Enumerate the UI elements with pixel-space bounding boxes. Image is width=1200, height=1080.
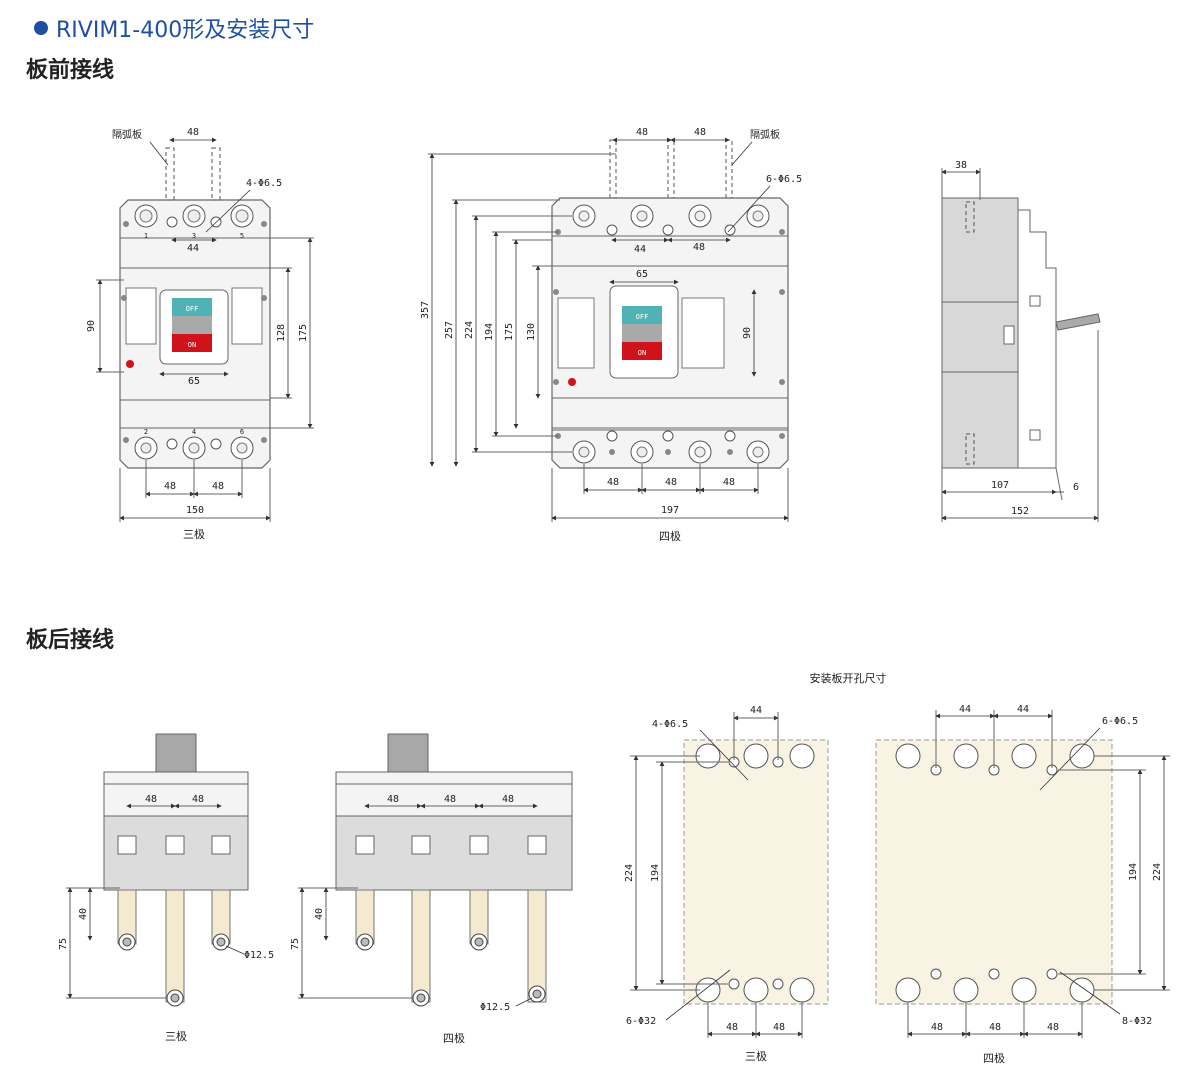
hole-label: 4-Φ6.5 [652,719,688,730]
dim-text: 48 [665,477,677,488]
front-three-pole: 1 3 5 OFF ON 2 4 6 48 隔弧板 4-Φ6.5 44 [86,127,314,541]
hole-label: 8-Φ32 [1122,1016,1152,1027]
on-label: ON [188,341,196,349]
dim-text: 65 [636,269,648,280]
terminal-label: 5 [240,232,244,240]
on-label: ON [638,349,646,357]
dim-text: 75 [290,938,301,950]
dim-text: 48 [164,481,176,492]
dim-text: 44 [634,244,646,255]
panel-four-pole: 44 44 6-Φ6.5 194 224 8-Φ32 48 48 48 四极 [875,704,1170,1065]
dim-text: 107 [991,480,1009,491]
dim-text: 194 [650,864,661,882]
section-front-wiring: 板前接线 [26,58,115,83]
dim-text: 48 [187,127,199,138]
dim-text: 90 [742,327,753,339]
dim-text: 194 [1128,863,1139,881]
dim-text: 257 [444,321,455,339]
caption: 四极 [443,1031,465,1045]
dim-text: 48 [502,794,514,805]
dim-text: 175 [504,323,515,341]
rear-three-pole: 48 48 40 75 Φ12.5 三极 [58,733,274,1043]
dim-text: 152 [1011,506,1029,517]
terminal-label: 1 [144,232,148,240]
dim-text: 224 [464,321,475,339]
arc-barrier-label: 隔弧板 [750,128,780,141]
dim-text: 48 [931,1022,943,1033]
terminal-label: 4 [192,428,196,436]
dim-text: 357 [420,301,431,319]
panel-heading: 安装板开孔尺寸 [810,671,887,685]
hole-label: Φ12.5 [244,950,274,961]
dim-text: 48 [145,794,157,805]
hole-label: Φ12.5 [480,1002,510,1013]
dim-text: 48 [636,127,648,138]
rear-four-pole: 48 48 48 40 75 Φ12.5 四极 [290,733,573,1045]
dim-text: 6 [1073,482,1079,493]
page-title: RIVIM1-400形及安装尺寸 [34,12,314,44]
dim-text: 44 [187,243,199,254]
caption: 四极 [659,529,681,543]
dim-text: 197 [661,505,679,516]
dim-text: 40 [78,908,89,920]
hole-label: 6-Φ32 [626,1016,656,1027]
dim-text: 44 [750,705,762,716]
dim-text: 65 [188,376,200,387]
caption: 三极 [165,1029,187,1043]
dim-text: 48 [607,477,619,488]
dim-text: 48 [773,1022,785,1033]
front-four-pole: OFF ON 48 48 隔弧板 6-Φ6.5 44 48 357 257 [420,127,802,543]
dim-text: 90 [86,320,97,332]
dim-text: 48 [726,1022,738,1033]
dim-text: 44 [959,704,971,715]
dim-text: 38 [955,160,967,171]
caption: 四极 [983,1051,1005,1065]
dim-text: 48 [387,794,399,805]
off-label: OFF [636,313,649,321]
dim-text: 194 [484,323,495,341]
dim-text: 224 [624,864,635,882]
terminal-label: 2 [144,428,148,436]
dim-text: 48 [989,1022,1001,1033]
dim-text: 48 [1047,1022,1059,1033]
dim-text: 48 [212,481,224,492]
dim-text: 48 [444,794,456,805]
dim-text: 48 [694,127,706,138]
dim-text: 44 [1017,704,1029,715]
hole-label: 6-Φ6.5 [766,174,802,185]
arc-barrier-label: 隔弧板 [112,128,142,141]
panel-three-pole: 44 4-Φ6.5 224 194 6-Φ32 48 48 三极 [624,705,829,1063]
dim-text: 48 [723,477,735,488]
dim-text: 48 [192,794,204,805]
dim-text: 40 [314,908,325,920]
dim-text: 175 [298,324,309,342]
bullet-icon [34,21,48,35]
off-label: OFF [186,305,199,313]
section-rear-wiring: 板后接线 [26,628,115,653]
dim-text: 75 [58,938,69,950]
dim-text: 130 [526,323,537,341]
terminal-label: 3 [192,232,196,240]
title-text: RIVIM1-400形及安装尺寸 [56,18,315,43]
caption: 三极 [183,527,205,541]
hole-label: 4-Φ6.5 [246,178,282,189]
hole-label: 6-Φ6.5 [1102,716,1138,727]
terminal-label: 6 [240,428,244,436]
dim-text: 224 [1152,863,1163,881]
caption: 三极 [745,1049,767,1063]
dim-text: 150 [186,505,204,516]
dim-text: 128 [276,324,287,342]
front-side-view: 38 107 6 152 [941,160,1101,522]
dim-text: 48 [693,242,705,253]
